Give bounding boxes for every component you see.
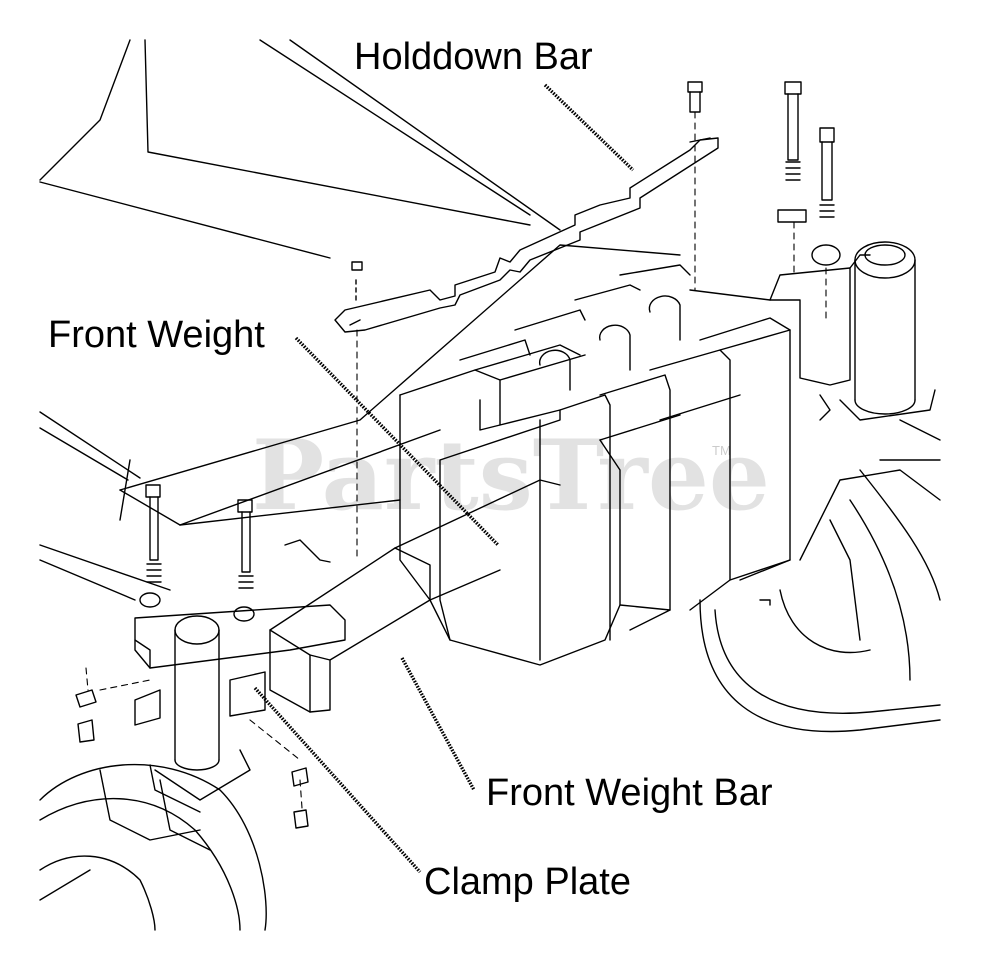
front-weights	[399, 264, 791, 666]
label-front-weight-bar: Front Weight Bar	[486, 772, 773, 814]
clamp-plate-shape	[134, 604, 346, 813]
right-pivot-assembly	[759, 241, 936, 606]
holddown-bolts	[351, 81, 841, 303]
left-bolts	[75, 484, 331, 829]
watermark-text: PartsTree	[252, 419, 770, 532]
left-tire	[39, 763, 267, 931]
leader-lines	[253, 83, 635, 874]
holddown-bar	[334, 137, 719, 333]
label-holddown-bar: Holddown Bar	[354, 36, 593, 78]
right-tire	[699, 419, 941, 733]
watermark-trademark: TM	[712, 443, 731, 458]
assembly-lines	[85, 111, 827, 809]
leader-holddown-bar	[543, 83, 635, 172]
label-clamp-plate: Clamp Plate	[424, 861, 631, 903]
leader-front-weight	[294, 336, 500, 547]
leader-front-weight-bar	[400, 657, 476, 791]
label-front-weight: Front Weight	[48, 314, 265, 356]
leader-clamp-plate	[253, 686, 422, 874]
chassis-frame	[39, 39, 771, 601]
